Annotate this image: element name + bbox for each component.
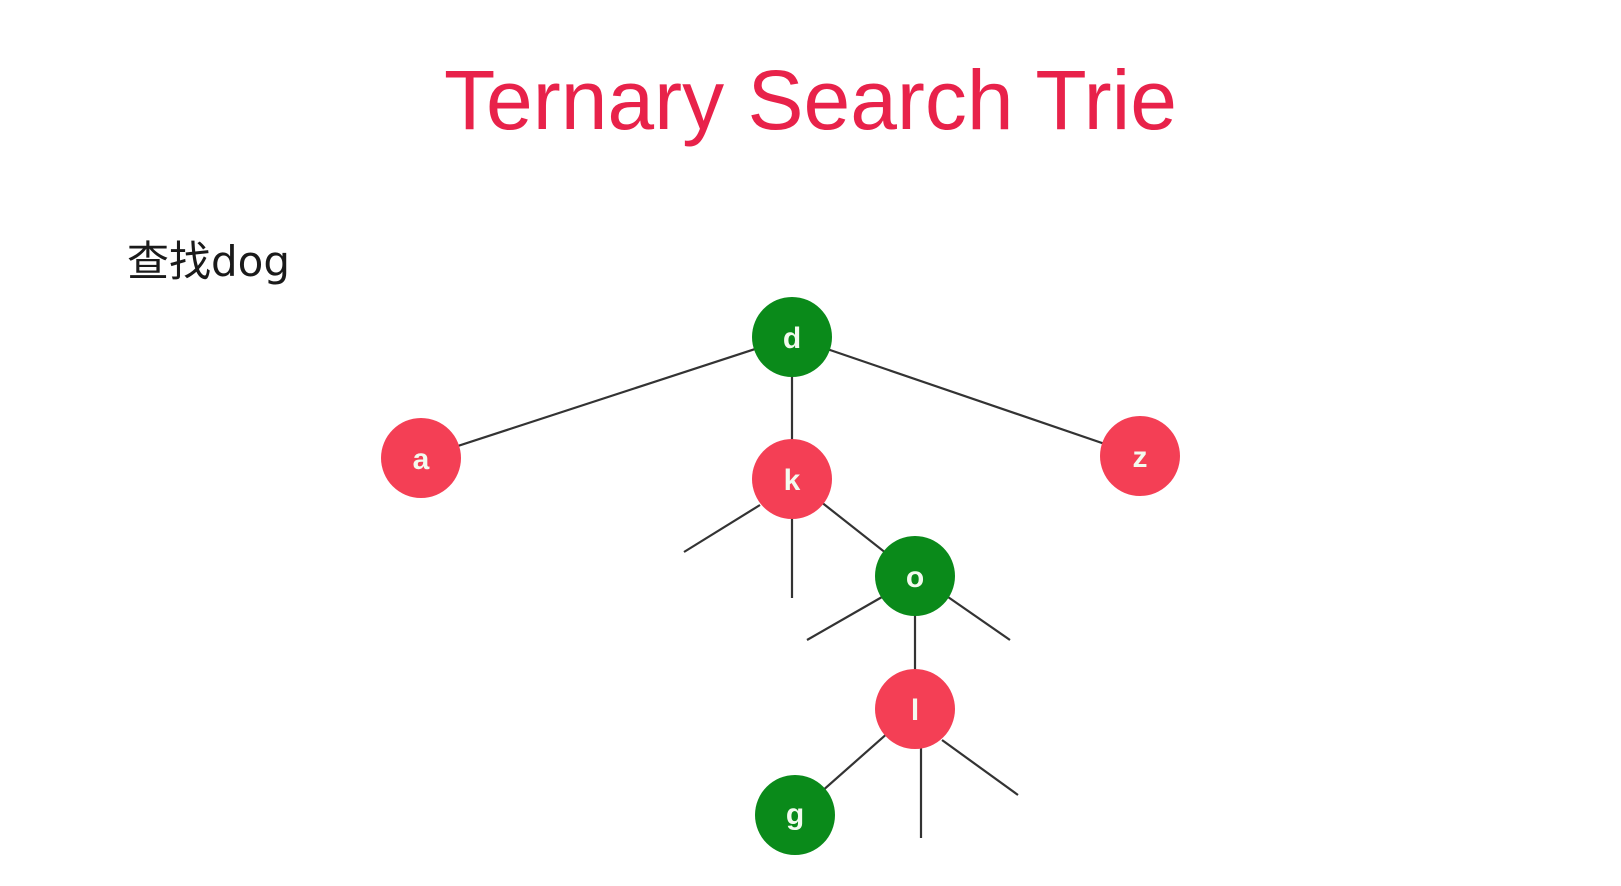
node-label: o	[906, 561, 924, 594]
edge-d-a	[420, 335, 793, 460]
node-label: a	[413, 443, 430, 476]
page-title: Ternary Search Trie	[444, 53, 1177, 147]
node-a: a	[381, 418, 461, 498]
node-d: d	[752, 297, 832, 377]
node-l: l	[875, 669, 955, 749]
edge-d-z	[791, 335, 1141, 458]
edge-o-left-null	[806, 596, 883, 641]
edge-l-right-null	[941, 739, 1019, 796]
node-k: k	[752, 439, 832, 519]
node-label: g	[786, 798, 804, 831]
node-label: d	[783, 322, 801, 355]
search-caption: 查找dog	[127, 237, 291, 286]
edges	[420, 335, 1141, 838]
node-label: l	[911, 694, 919, 727]
node-o: o	[875, 536, 955, 616]
edge-k-left-null	[683, 504, 761, 553]
node-label: z	[1133, 441, 1148, 474]
node-label: k	[784, 464, 801, 497]
node-z: z	[1100, 416, 1180, 496]
edge-o-right-null	[947, 596, 1011, 641]
node-g: g	[755, 775, 835, 855]
